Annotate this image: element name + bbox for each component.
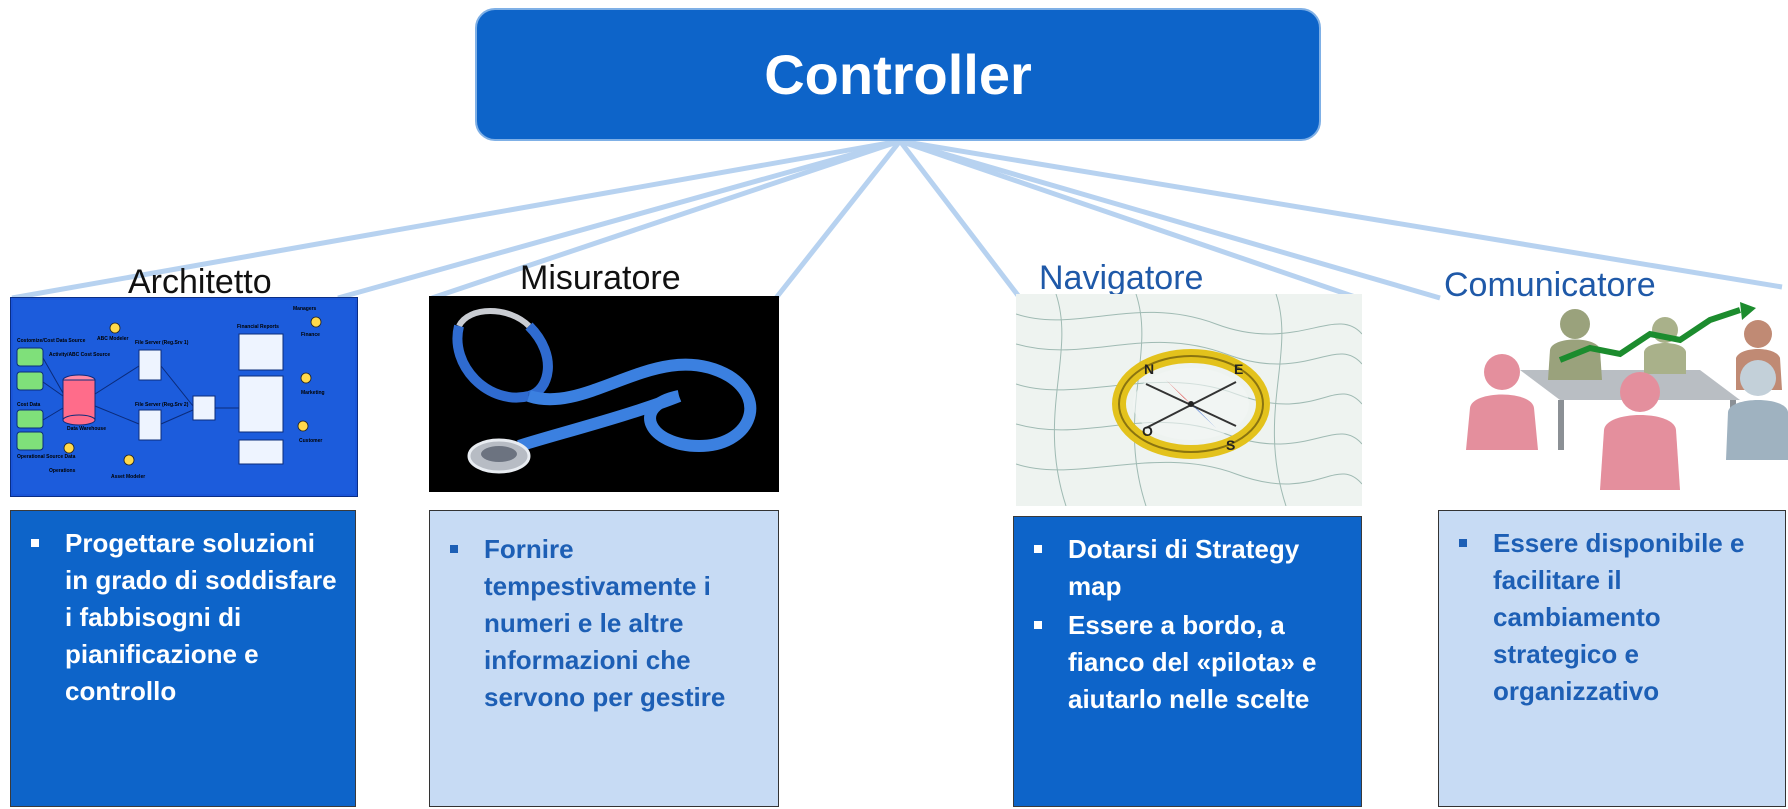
architetto-text-box: Progettare soluzioni in grado di soddisf… (10, 510, 356, 807)
diagram-label-operational-source: Operational Source Data (17, 454, 76, 460)
connector-comunicatore-left (899, 138, 1441, 301)
misuratore-bullets: Fornire tempestivamente i numeri e le al… (444, 531, 764, 716)
controller-box: Controller (475, 8, 1321, 141)
label-navigatore: Navigatore (1039, 259, 1204, 297)
navigatore-bullet-1: Essere a bordo, a fianco del «pilota» e … (1028, 607, 1347, 718)
navigatore-text-box: Dotarsi di Strategy map Essere a bordo, … (1013, 516, 1362, 807)
diagram-label-customer: Customer (299, 438, 322, 444)
connector-misuratore-left (431, 138, 901, 301)
diagram-label-managers: Managers (293, 306, 317, 312)
label-misuratore: Misuratore (520, 259, 681, 297)
architetto-bullet-text: Progettare soluzioni in grado di soddisf… (65, 528, 337, 706)
connector-navigatore-left (898, 139, 1022, 300)
diagram-label-costomize-cost-data: Costomize/Cost Data Source (17, 338, 86, 344)
architecture-diagram-icon: Managers Financial Reports ABC Modeler F… (10, 297, 358, 497)
compass-letter-o: O (1142, 423, 1153, 439)
diagram-label-file-server-1: File Server (Reg.Srv 1) (135, 340, 189, 346)
misuratore-text-box: Fornire tempestivamente i numeri e le al… (429, 510, 779, 807)
compass-letter-e: E (1234, 361, 1243, 377)
connector-architetto-left (11, 138, 901, 301)
misuratore-bullet-text: Fornire tempestivamente i numeri e le al… (484, 534, 726, 712)
navigatore-bullet-text-1: Essere a bordo, a fianco del «pilota» e … (1068, 610, 1317, 714)
diagram-label-financial-reports: Financial Reports (237, 324, 279, 330)
connector-navigatore-right (899, 138, 1359, 301)
comunicatore-bullet-text: Essere disponibile e facilitare il cambi… (1493, 528, 1745, 706)
misuratore-bullet-0: Fornire tempestivamente i numeri e le al… (444, 531, 764, 716)
compass-letter-s: S (1226, 437, 1235, 453)
navigatore-bullet-0: Dotarsi di Strategy map (1028, 531, 1347, 605)
connector-misuratore-right (774, 139, 902, 300)
bullet-icon (1034, 621, 1042, 629)
stethoscope-icon (429, 296, 779, 492)
architetto-bullets: Progettare soluzioni in grado di soddisf… (25, 525, 341, 710)
compass-map-icon: N E S O (1016, 294, 1362, 506)
comunicatore-bullet-0: Essere disponibile e facilitare il cambi… (1453, 525, 1771, 710)
diagram-label-data-warehouse: Data Warehouse (67, 426, 106, 432)
comunicatore-bullets: Essere disponibile e facilitare il cambi… (1453, 525, 1771, 710)
bullet-icon (1034, 545, 1042, 553)
diagram-label-activity-abc: Activity/ABC Cost Source (49, 352, 110, 358)
controller-title: Controller (764, 43, 1032, 106)
bullet-icon (1459, 539, 1467, 547)
label-comunicatore: Comunicatore (1444, 266, 1656, 304)
navigatore-bullet-text-0: Dotarsi di Strategy map (1068, 534, 1300, 601)
diagram-label-cost-data: Cost Data (17, 402, 41, 408)
bullet-icon (31, 539, 39, 547)
diagram-label-finance: Finance (301, 332, 320, 338)
compass-letter-n: N (1144, 361, 1154, 377)
label-architetto: Architetto (128, 263, 272, 301)
architetto-bullet-0: Progettare soluzioni in grado di soddisf… (25, 525, 341, 710)
diagram-label-operations: Operations (49, 468, 76, 474)
bullet-icon (450, 545, 458, 553)
navigatore-bullets: Dotarsi di Strategy map Essere a bordo, … (1028, 531, 1347, 718)
meeting-growth-icon (1440, 300, 1788, 508)
connector-comunicatore-right (899, 138, 1783, 290)
diagram-label-asset-modeler: Asset Modeler (111, 474, 145, 480)
diagram-label-abc-modeler: ABC Modeler (97, 336, 128, 342)
connector-architetto-right (337, 138, 901, 301)
diagram-label-file-server-2: File Server (Reg.Srv 2) (135, 402, 189, 408)
diagram-label-marketing: Marketing (301, 390, 325, 396)
comunicatore-text-box: Essere disponibile e facilitare il cambi… (1438, 510, 1786, 807)
